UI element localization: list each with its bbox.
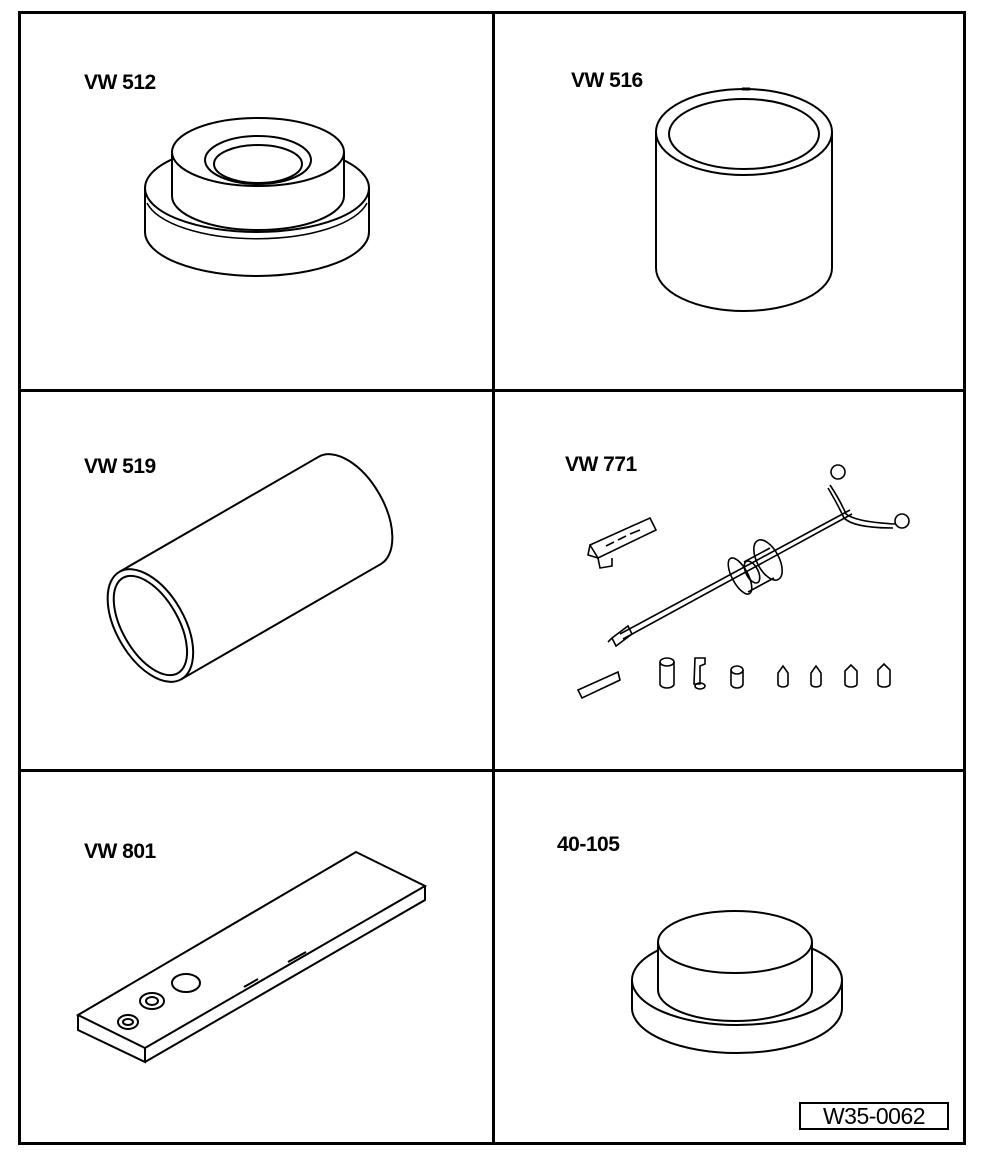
flat-bar-plate-icon: [75, 850, 428, 1064]
tool-label-vw-516: VW 516: [571, 69, 643, 92]
tool-label-vw-519: VW 519: [84, 455, 156, 478]
figure-reference-box: W35-0062: [799, 1102, 949, 1130]
row-divider-2: [21, 769, 963, 772]
center-divider: [492, 14, 495, 1142]
tool-label-vw-771: VW 771: [565, 453, 637, 476]
tool-label-vw-801: VW 801: [84, 840, 156, 863]
tool-label-40-105: 40-105: [557, 833, 620, 856]
stepped-ring-drift-icon: [144, 117, 370, 277]
tube-sleeve-icon: [106, 453, 394, 683]
stepped-disc-drift-icon: [631, 910, 843, 1054]
tool-label-vw-512: VW 512: [84, 71, 156, 94]
cylinder-sleeve-icon: [655, 87, 833, 312]
tool-sheet-frame: [18, 11, 966, 1145]
row-divider-1: [21, 389, 963, 392]
slide-hammer-kit-icon: [576, 464, 910, 700]
